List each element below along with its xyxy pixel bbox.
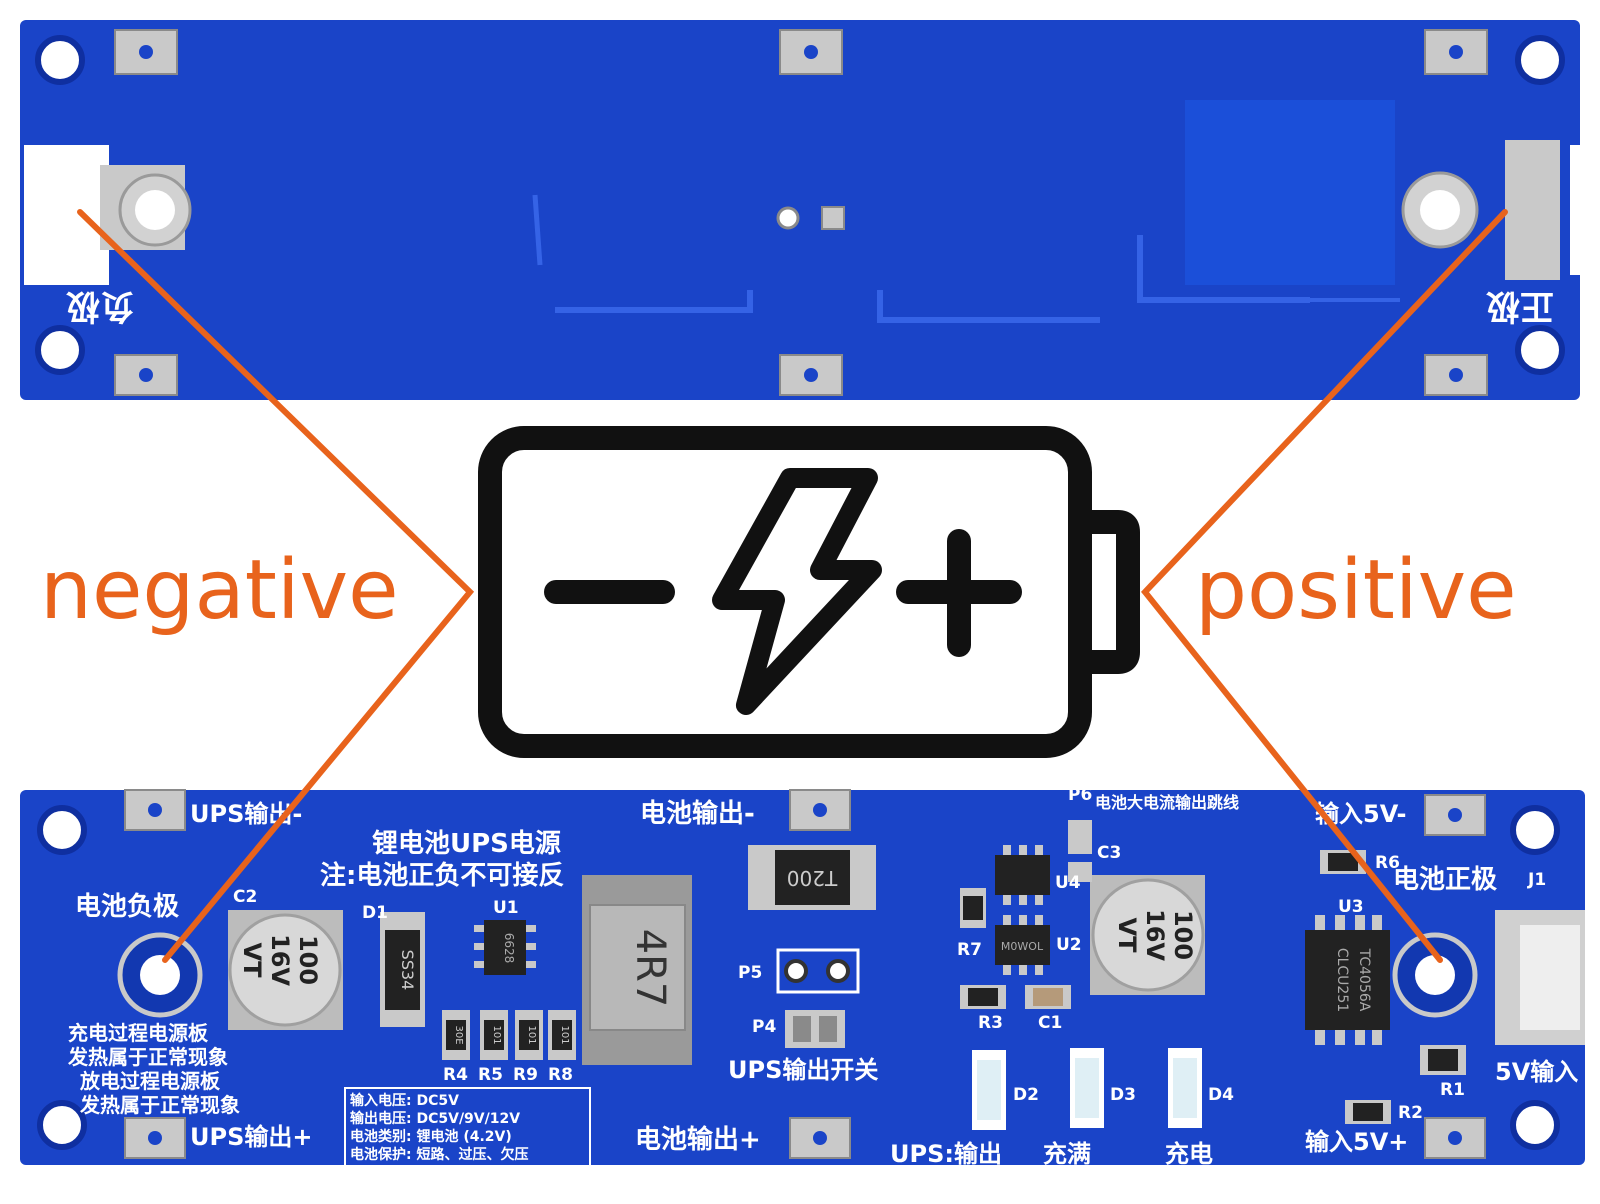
top-neg-mark: 负极 <box>66 286 134 326</box>
positive-callout-line <box>1141 209 1508 963</box>
negative-callout-line <box>77 209 475 963</box>
svg-text:SS34: SS34 <box>398 950 417 991</box>
ref-p4: P4 <box>752 1017 776 1037</box>
bat-out-plus: 电池输出+ <box>635 1124 761 1155</box>
svg-text:101: 101 <box>559 1025 570 1044</box>
led-d4 <box>1168 1048 1202 1128</box>
usb-connector-j1 <box>1495 910 1585 1045</box>
spec-box <box>344 1087 591 1167</box>
heat-note-line-4: 发热属于正常现象 <box>79 1093 240 1117</box>
ref-p5: P5 <box>738 963 762 983</box>
bat-neg-label: 电池负极 <box>75 892 180 922</box>
svg-text:M0WOL: M0WOL <box>1001 940 1044 953</box>
svg-text:16V: 16V <box>1141 909 1169 961</box>
ref-r7: R7 <box>957 940 982 960</box>
bottom-board: 100 16V VT 100 16V VT SS34 6628 <box>20 785 1585 1168</box>
in-5v-label: 5V输入 <box>1495 1058 1578 1086</box>
svg-text:6628: 6628 <box>502 933 516 964</box>
led-d2 <box>972 1050 1006 1130</box>
led-full-label: 充满 <box>1043 1140 1091 1168</box>
jumper-p4 <box>785 1010 845 1048</box>
capacitor-c2: 100 16V VT <box>228 910 343 1030</box>
p6-note: 电池大电流输出跳线 <box>1095 793 1239 812</box>
resistor-row: 30E 101 101 101 <box>442 1010 576 1060</box>
smd-small-parts <box>960 820 1466 1124</box>
diode-d1: SS34 <box>380 912 425 1027</box>
svg-text:100: 100 <box>1169 910 1197 960</box>
svg-text:30E: 30E <box>453 1025 464 1044</box>
ref-r2: R2 <box>1398 1103 1423 1123</box>
top-board: 负极 正极 <box>20 20 1600 400</box>
led-charge-label: 充电 <box>1165 1140 1213 1168</box>
lightning-bolt-icon <box>712 468 882 715</box>
spec-line-3: 电池类别: 锂电池 (4.2V) <box>350 1128 512 1145</box>
ref-d1: D1 <box>362 903 388 923</box>
svg-text:VT: VT <box>238 943 266 979</box>
ref-r4: R4 <box>443 1065 468 1085</box>
bat-pos-label: 电池正极 <box>1393 865 1498 895</box>
spec-line-1: 输入电压: DC5V <box>350 1092 459 1109</box>
spec-line-4: 电池保护: 短路、过压、欠压 <box>350 1146 528 1163</box>
board-note: 注:电池正负不可接反 <box>320 860 564 891</box>
shunt-resistor: T200 <box>748 845 876 910</box>
svg-text:VT: VT <box>1113 918 1141 954</box>
ref-c1: C1 <box>1038 1013 1062 1033</box>
spec-line-2: 输出电压: DC5V/9V/12V <box>350 1110 520 1127</box>
battery-charging-icon <box>478 426 1140 758</box>
bottom-positive-terminal <box>1392 932 1478 1018</box>
heat-note-line-3: 放电过程电源板 <box>79 1069 221 1093</box>
capacitor-right: 100 16V VT <box>1090 875 1205 995</box>
top-positive-terminal <box>1401 140 1600 280</box>
ups-out-plus: UPS输出+ <box>190 1123 312 1151</box>
svg-text:T200: T200 <box>787 866 838 890</box>
led-d3 <box>1070 1048 1104 1128</box>
heat-note-line-2: 发热属于正常现象 <box>67 1045 228 1069</box>
negative-label: negative <box>40 543 399 638</box>
ic-u3: TC4056A CLCU251 <box>1305 915 1390 1045</box>
header-p5 <box>776 948 860 994</box>
svg-text:4R7: 4R7 <box>627 929 673 1008</box>
heat-note-line-1: 充电过程电源板 <box>68 1021 209 1045</box>
ref-c2: C2 <box>233 887 257 907</box>
top-negative-terminal <box>24 145 192 285</box>
ref-r3: R3 <box>978 1013 1003 1033</box>
plus-sign-icon <box>896 529 1022 657</box>
svg-text:100: 100 <box>294 935 322 985</box>
ref-r1: R1 <box>1440 1080 1465 1100</box>
bat-out-minus: 电池输出- <box>640 798 755 829</box>
ref-d3: D3 <box>1110 1085 1136 1105</box>
svg-text:TC4056A: TC4056A <box>1356 948 1372 1012</box>
svg-text:101: 101 <box>526 1025 537 1044</box>
callout-lines <box>77 209 1508 963</box>
ref-r5: R5 <box>478 1065 503 1085</box>
top-pos-mark: 正极 <box>1486 286 1554 326</box>
led-ups-label: UPS:输出 <box>890 1140 1002 1168</box>
ref-r8: R8 <box>548 1065 573 1085</box>
ic-u1: 6628 <box>474 920 536 975</box>
ref-r6: R6 <box>1375 853 1400 873</box>
in-5v-plus: 输入5V+ <box>1305 1128 1408 1156</box>
ref-u2: U2 <box>1056 935 1082 955</box>
ref-p6: P6 <box>1068 785 1092 805</box>
positive-label: positive <box>1195 543 1517 638</box>
ref-d4: D4 <box>1208 1085 1234 1105</box>
ref-u3: U3 <box>1338 897 1364 917</box>
svg-text:16V: 16V <box>266 934 294 986</box>
bottom-negative-terminal <box>117 932 203 1018</box>
board-title: 锂电池UPS电源 <box>372 829 561 859</box>
ups-switch-label: UPS输出开关 <box>728 1056 878 1084</box>
svg-text:101: 101 <box>491 1025 502 1044</box>
svg-text:CLCU251: CLCU251 <box>1334 948 1350 1012</box>
ref-u4: U4 <box>1055 873 1081 893</box>
ref-c3: C3 <box>1097 843 1121 863</box>
ref-r9: R9 <box>513 1065 538 1085</box>
inductor: 4R7 <box>582 875 692 1065</box>
ref-d2: D2 <box>1013 1085 1039 1105</box>
ref-u1: U1 <box>493 898 519 918</box>
ic-u2: M0WOL <box>995 915 1050 975</box>
ref-j1: J1 <box>1527 870 1546 890</box>
ic-u4 <box>995 845 1050 905</box>
